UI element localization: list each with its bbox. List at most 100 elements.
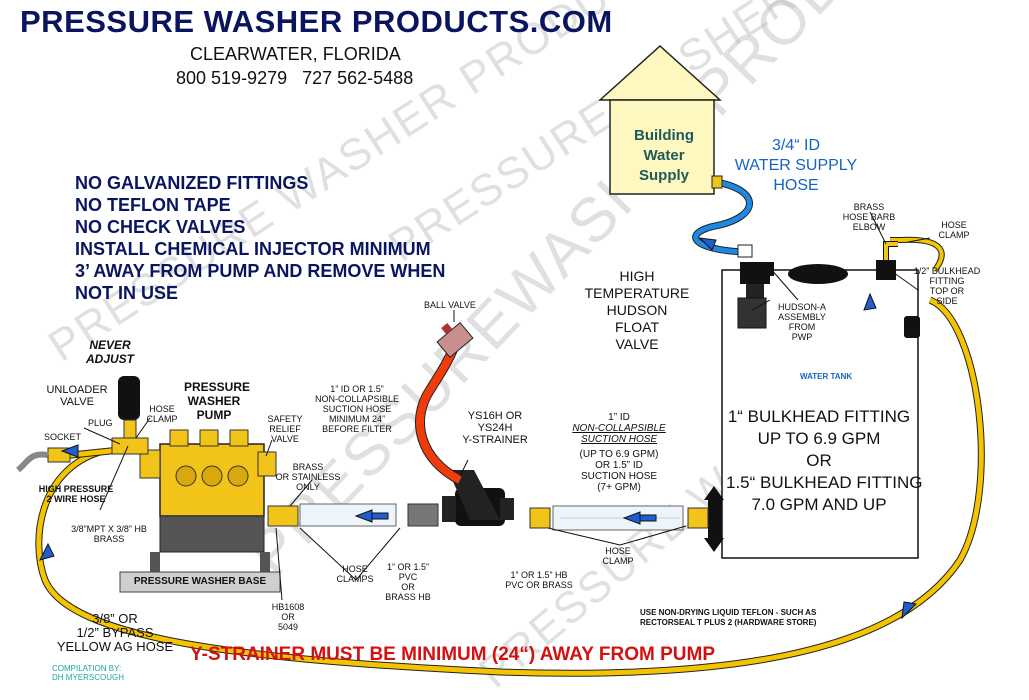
building-label: Building Water Supply	[620, 126, 708, 186]
label-line: 1/2” BULKHEAD	[913, 266, 981, 276]
label-line: DH MYERSCOUGH	[52, 673, 125, 682]
label-line: YS16H OR	[467, 410, 523, 422]
label-line: 2 WIRE HOSE	[46, 494, 106, 504]
hb-fitting-label: HB1608 OR 5049	[268, 602, 308, 632]
hose-clamps-label: HOSE CLAMPS	[330, 564, 380, 584]
hose-clamp-right-label: HOSE CLAMP	[598, 546, 638, 566]
label-line: 1.5“ BULKHEAD FITTING	[726, 473, 923, 492]
label-line: BRASS HB	[385, 592, 431, 602]
label-line: HOSE	[342, 564, 368, 574]
tank-bulkhead	[704, 486, 724, 552]
label-line: PWP	[791, 332, 813, 342]
label-line: 1” ID OR 1.5”	[330, 384, 384, 394]
label-line: FITTING	[929, 276, 965, 286]
supply-hose-label: 3/4“ ID WATER SUPPLY HOSE	[726, 136, 866, 196]
warnings-list: NO GALVANIZED FITTINGS NO TEFLON TAPE NO…	[75, 172, 445, 304]
phone-text: 800 519-9279 727 562-5488	[176, 68, 414, 88]
label-line: HOSE	[605, 546, 631, 556]
label-line: WASHER	[187, 394, 241, 408]
label-line: SAFETY	[267, 414, 303, 424]
label-line: 1” OR 1.5” HB	[510, 570, 568, 580]
label-line: (UP TO 6.9 GPM)	[579, 449, 659, 460]
label-line: BRASS	[853, 202, 885, 212]
city-text: CLEARWATER, FLORIDA	[190, 44, 401, 64]
label-line: VALVE	[615, 336, 659, 352]
float-valve	[737, 262, 774, 329]
label-line: RECTORSEAL T PLUS 2 (HARDWARE STORE)	[640, 618, 817, 627]
pump-label: PRESSURE WASHER PUMP	[184, 380, 250, 422]
float-valve-label: HIGH TEMPERATURE HUDSON FLOAT VALVE	[570, 268, 704, 353]
label-line: HIGH TEMPERATURE	[584, 268, 690, 301]
building-line: Building	[634, 127, 694, 144]
label-line: HIGH PRESSURE	[38, 484, 114, 494]
label-line: TOP OR	[929, 286, 965, 296]
warning-item: NO GALVANIZED FITTINGS	[75, 173, 309, 193]
label-line: OR	[281, 612, 295, 622]
label-line: NON-COLLAPSIBLE	[314, 394, 400, 404]
label-line: 1“ BULKHEAD FITTING	[727, 407, 911, 426]
hose-barb-label: BRASS HOSE BARB ELBOW	[836, 202, 902, 232]
label-line: MINIMUM 24”	[329, 414, 385, 424]
label-line: NON-COLLAPSIBLE	[572, 423, 666, 434]
label-line: CLAMPS	[336, 574, 374, 584]
label-line: 7.0 GPM AND UP	[751, 495, 887, 514]
label-line: SUCTION HOSE	[322, 404, 392, 414]
label-line: VALVE	[60, 396, 94, 408]
label-line: ADJUST	[85, 352, 134, 366]
brass-ss-label: BRASS OR STAINLESS ONLY	[274, 462, 342, 492]
bypass-hose-label: 3/8” OR 1/2” BYPASS YELLOW AG HOSE	[50, 612, 180, 654]
label-line: HB1608	[271, 602, 305, 612]
label-line: UP TO 6.9 GPM	[757, 429, 881, 448]
hose-clamp-pump-label: HOSE CLAMP	[144, 404, 180, 424]
label-line: ELBOW	[852, 222, 886, 232]
label-line: 1” ID	[608, 412, 630, 423]
building-line: Supply	[638, 167, 689, 184]
label-line: YS24H	[477, 422, 513, 434]
label-line: COMPILATION BY:	[52, 664, 122, 673]
pvc-label: 1” OR 1.5” PVC OR BRASS HB	[380, 562, 436, 602]
label-line: PUMP	[196, 408, 232, 422]
ball-valve-label: BALL VALVE	[424, 300, 476, 310]
label-line: SIDE	[936, 296, 958, 306]
hp-hose-label: HIGH PRESSURE 2 WIRE HOSE	[36, 484, 116, 504]
never-adjust-label: NEVER ADJUST	[82, 338, 138, 366]
label-line: CLAMP	[602, 556, 634, 566]
label-line: WATER SUPPLY	[734, 157, 858, 174]
label-line: OR STAINLESS	[275, 472, 341, 482]
safety-valve-label: SAFETY RELIEF VALVE	[262, 414, 308, 444]
label-line: HOSE	[941, 220, 967, 230]
label-line: PVC	[398, 572, 418, 582]
page-title: PRESSURE WASHER PRODUCTS.COM	[20, 4, 613, 39]
warning-item: 3’ AWAY FROM PUMP AND REMOVE WHEN	[75, 261, 446, 281]
pressure-washer-pump	[139, 429, 277, 572]
label-line: BRASS	[292, 462, 324, 472]
label-line: HUDSON-A	[777, 302, 826, 312]
label-line: HOSE	[773, 177, 819, 194]
label-line: HOSE	[149, 404, 175, 414]
hudson-label: HUDSON-A ASSEMBLY FROM PWP	[772, 302, 832, 342]
building-house	[598, 44, 722, 195]
label-line: UNLOADER	[46, 384, 108, 396]
hose-clamp-top-label: HOSE CLAMP	[934, 220, 974, 240]
label-line: YELLOW AG HOSE	[56, 639, 174, 654]
building-line: Water	[643, 147, 685, 164]
unloader-label: UNLOADER VALVE	[44, 384, 110, 408]
label-line: ASSEMBLY	[778, 312, 826, 322]
label-line: USE NON-DRYING LIQUID TEFLON - SUCH AS	[640, 608, 817, 617]
label-line: SUCTION HOSE	[580, 471, 658, 482]
label-line: BRASS	[93, 534, 125, 544]
warning-item: INSTALL CHEMICAL INJECTOR MINIMUM	[75, 239, 431, 259]
label-line: SUCTION HOSE	[580, 434, 658, 445]
label-line: PVC OR BRASS	[505, 580, 573, 590]
flow-arrows	[39, 237, 918, 620]
label-line: OR	[401, 582, 415, 592]
tank-bulkhead-text: 1“ BULKHEAD FITTING UP TO 6.9 GPM OR 1.5…	[726, 406, 923, 516]
label-line: CLAMP	[146, 414, 178, 424]
label-line: ONLY	[296, 482, 320, 492]
label-line: VALVE	[271, 434, 299, 444]
label-line: 5049	[277, 622, 299, 632]
half-bulkhead-label: 1/2” BULKHEAD FITTING TOP OR SIDE	[912, 266, 982, 306]
label-line: OR 1.5” ID	[595, 460, 643, 471]
plug-label: PLUG	[88, 418, 113, 428]
